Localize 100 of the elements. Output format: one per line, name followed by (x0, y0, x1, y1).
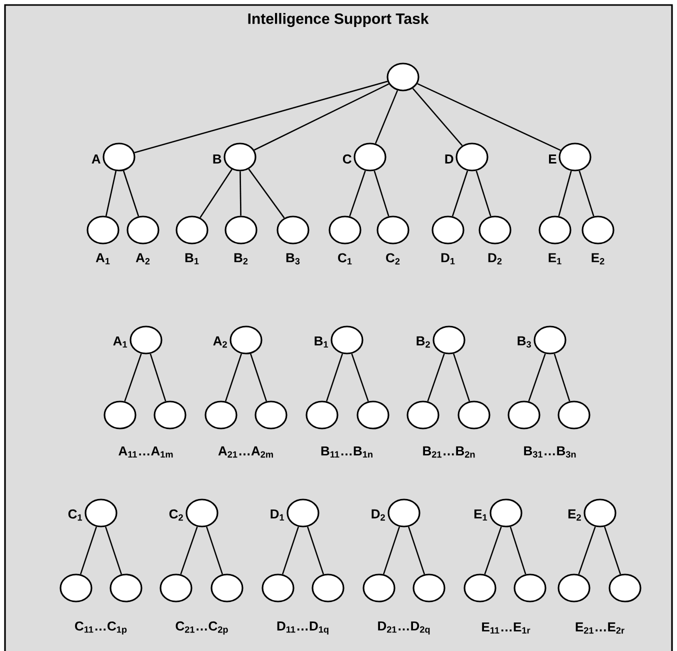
node-label: E$_{2}$ (568, 509, 581, 521)
range-label: E$_{11}$…E$_{1r}$ (482, 622, 530, 634)
connector-line (134, 80, 388, 154)
node-label: B$_{2}$ (234, 253, 248, 264)
range-label: C$_{21}$…C$_{2p}$ (176, 621, 228, 635)
tree-node (464, 574, 496, 602)
tree-node (104, 400, 136, 430)
tree-node (230, 326, 262, 354)
connector-line (206, 526, 224, 574)
node-label: C$_{2}$ (386, 253, 400, 264)
connector-line (452, 170, 468, 216)
connector-line (349, 170, 366, 216)
connector-line (240, 171, 242, 216)
tree-node (86, 216, 120, 244)
tree-node (432, 326, 466, 354)
connector-line (374, 170, 390, 216)
tree-node (406, 400, 440, 430)
connector-line (578, 170, 594, 216)
node-label: D (445, 154, 454, 164)
node-label: B$_{2}$ (416, 336, 430, 348)
tree-node (534, 326, 566, 354)
tree-node (130, 326, 162, 354)
connector-line (382, 526, 400, 574)
connector-line (351, 353, 369, 402)
node-label: C$_{1}$ (338, 253, 352, 264)
connector-line (200, 169, 232, 218)
connector-line (150, 354, 166, 402)
range-label: D$_{11}$…D$_{1q}$ (277, 622, 328, 634)
tree-node (204, 400, 238, 430)
tree-node (478, 216, 512, 244)
connector-line (427, 353, 445, 402)
connector-line (408, 526, 426, 574)
connector-line (528, 353, 546, 402)
range-label: A$_{11}$…A$_{1m}$ (118, 446, 173, 458)
connector-line (180, 526, 198, 575)
node-label: D$_{1}$ (270, 509, 284, 521)
tree-node (608, 574, 642, 602)
tree-node (432, 216, 464, 244)
tree-node (490, 498, 522, 528)
connector-line (452, 354, 470, 402)
node-label: E$_{1}$ (548, 253, 562, 264)
node-label: C (342, 154, 352, 164)
tree-node (110, 574, 142, 602)
node-label: C$_{2}$ (169, 509, 183, 521)
connector-line (80, 526, 98, 574)
connector-line (254, 83, 390, 151)
title: Intelligence Support Task (248, 12, 429, 28)
tree-node (456, 142, 488, 172)
tree-node (362, 574, 396, 602)
range-label: B$_{21}$…B$_{2n}$ (423, 446, 475, 458)
tree-node (210, 574, 244, 602)
connector-line (484, 526, 502, 575)
node-label: A$_{2}$ (136, 253, 150, 264)
tree-node (102, 142, 136, 172)
node-label: D$_{2}$ (372, 509, 385, 521)
tree-node (154, 400, 186, 430)
tree-node (458, 400, 490, 430)
node-label: B$_{3}$ (518, 336, 531, 348)
connector-line (578, 526, 596, 575)
tree-node (558, 400, 590, 430)
node-label: B$_{1}$ (185, 253, 199, 264)
range-label: D$_{21}$…D$_{2q}$ (378, 621, 430, 635)
connector-line (124, 353, 142, 402)
connector-line (224, 354, 242, 402)
tree-node (582, 216, 614, 244)
tree-node (584, 498, 616, 528)
tree-node (160, 574, 192, 602)
range-label: B$_{31}$…B$_{3n}$ (524, 446, 576, 458)
range-label: B$_{11}$…B$_{1n}$ (321, 446, 372, 458)
tree-node (262, 574, 294, 602)
tree-node (224, 142, 256, 172)
connector-line (412, 88, 463, 146)
connector-line (104, 526, 122, 574)
tree-node (276, 216, 310, 244)
tree-node (306, 400, 338, 430)
connector-line (326, 354, 344, 402)
connector-line (604, 526, 622, 574)
tree-node (286, 498, 320, 528)
tree-node (176, 216, 208, 244)
tree-node (514, 574, 546, 602)
tree-node (186, 498, 218, 528)
tree-node (354, 142, 386, 172)
range-label: C$_{11}$…C$_{1p}$ (75, 621, 127, 635)
tree-node (328, 216, 362, 244)
tree-node (508, 400, 540, 430)
node-label: E$_{2}$ (592, 253, 604, 264)
node-label: C$_{1}$ (68, 509, 82, 521)
connector-line (374, 90, 398, 144)
tree-node (224, 216, 258, 244)
connector-line (122, 170, 140, 216)
connector-line (250, 354, 268, 402)
tree-node (558, 574, 590, 602)
tree-node (558, 142, 592, 172)
tree-node (84, 498, 118, 528)
connector-line (476, 170, 492, 216)
tree-node (356, 400, 390, 430)
connector-line (554, 354, 570, 402)
range-label: E$_{21}$…E$_{2r}$ (576, 622, 624, 634)
node-label: A$_{1}$ (113, 336, 128, 348)
node-label: B$_{1}$ (314, 336, 328, 348)
